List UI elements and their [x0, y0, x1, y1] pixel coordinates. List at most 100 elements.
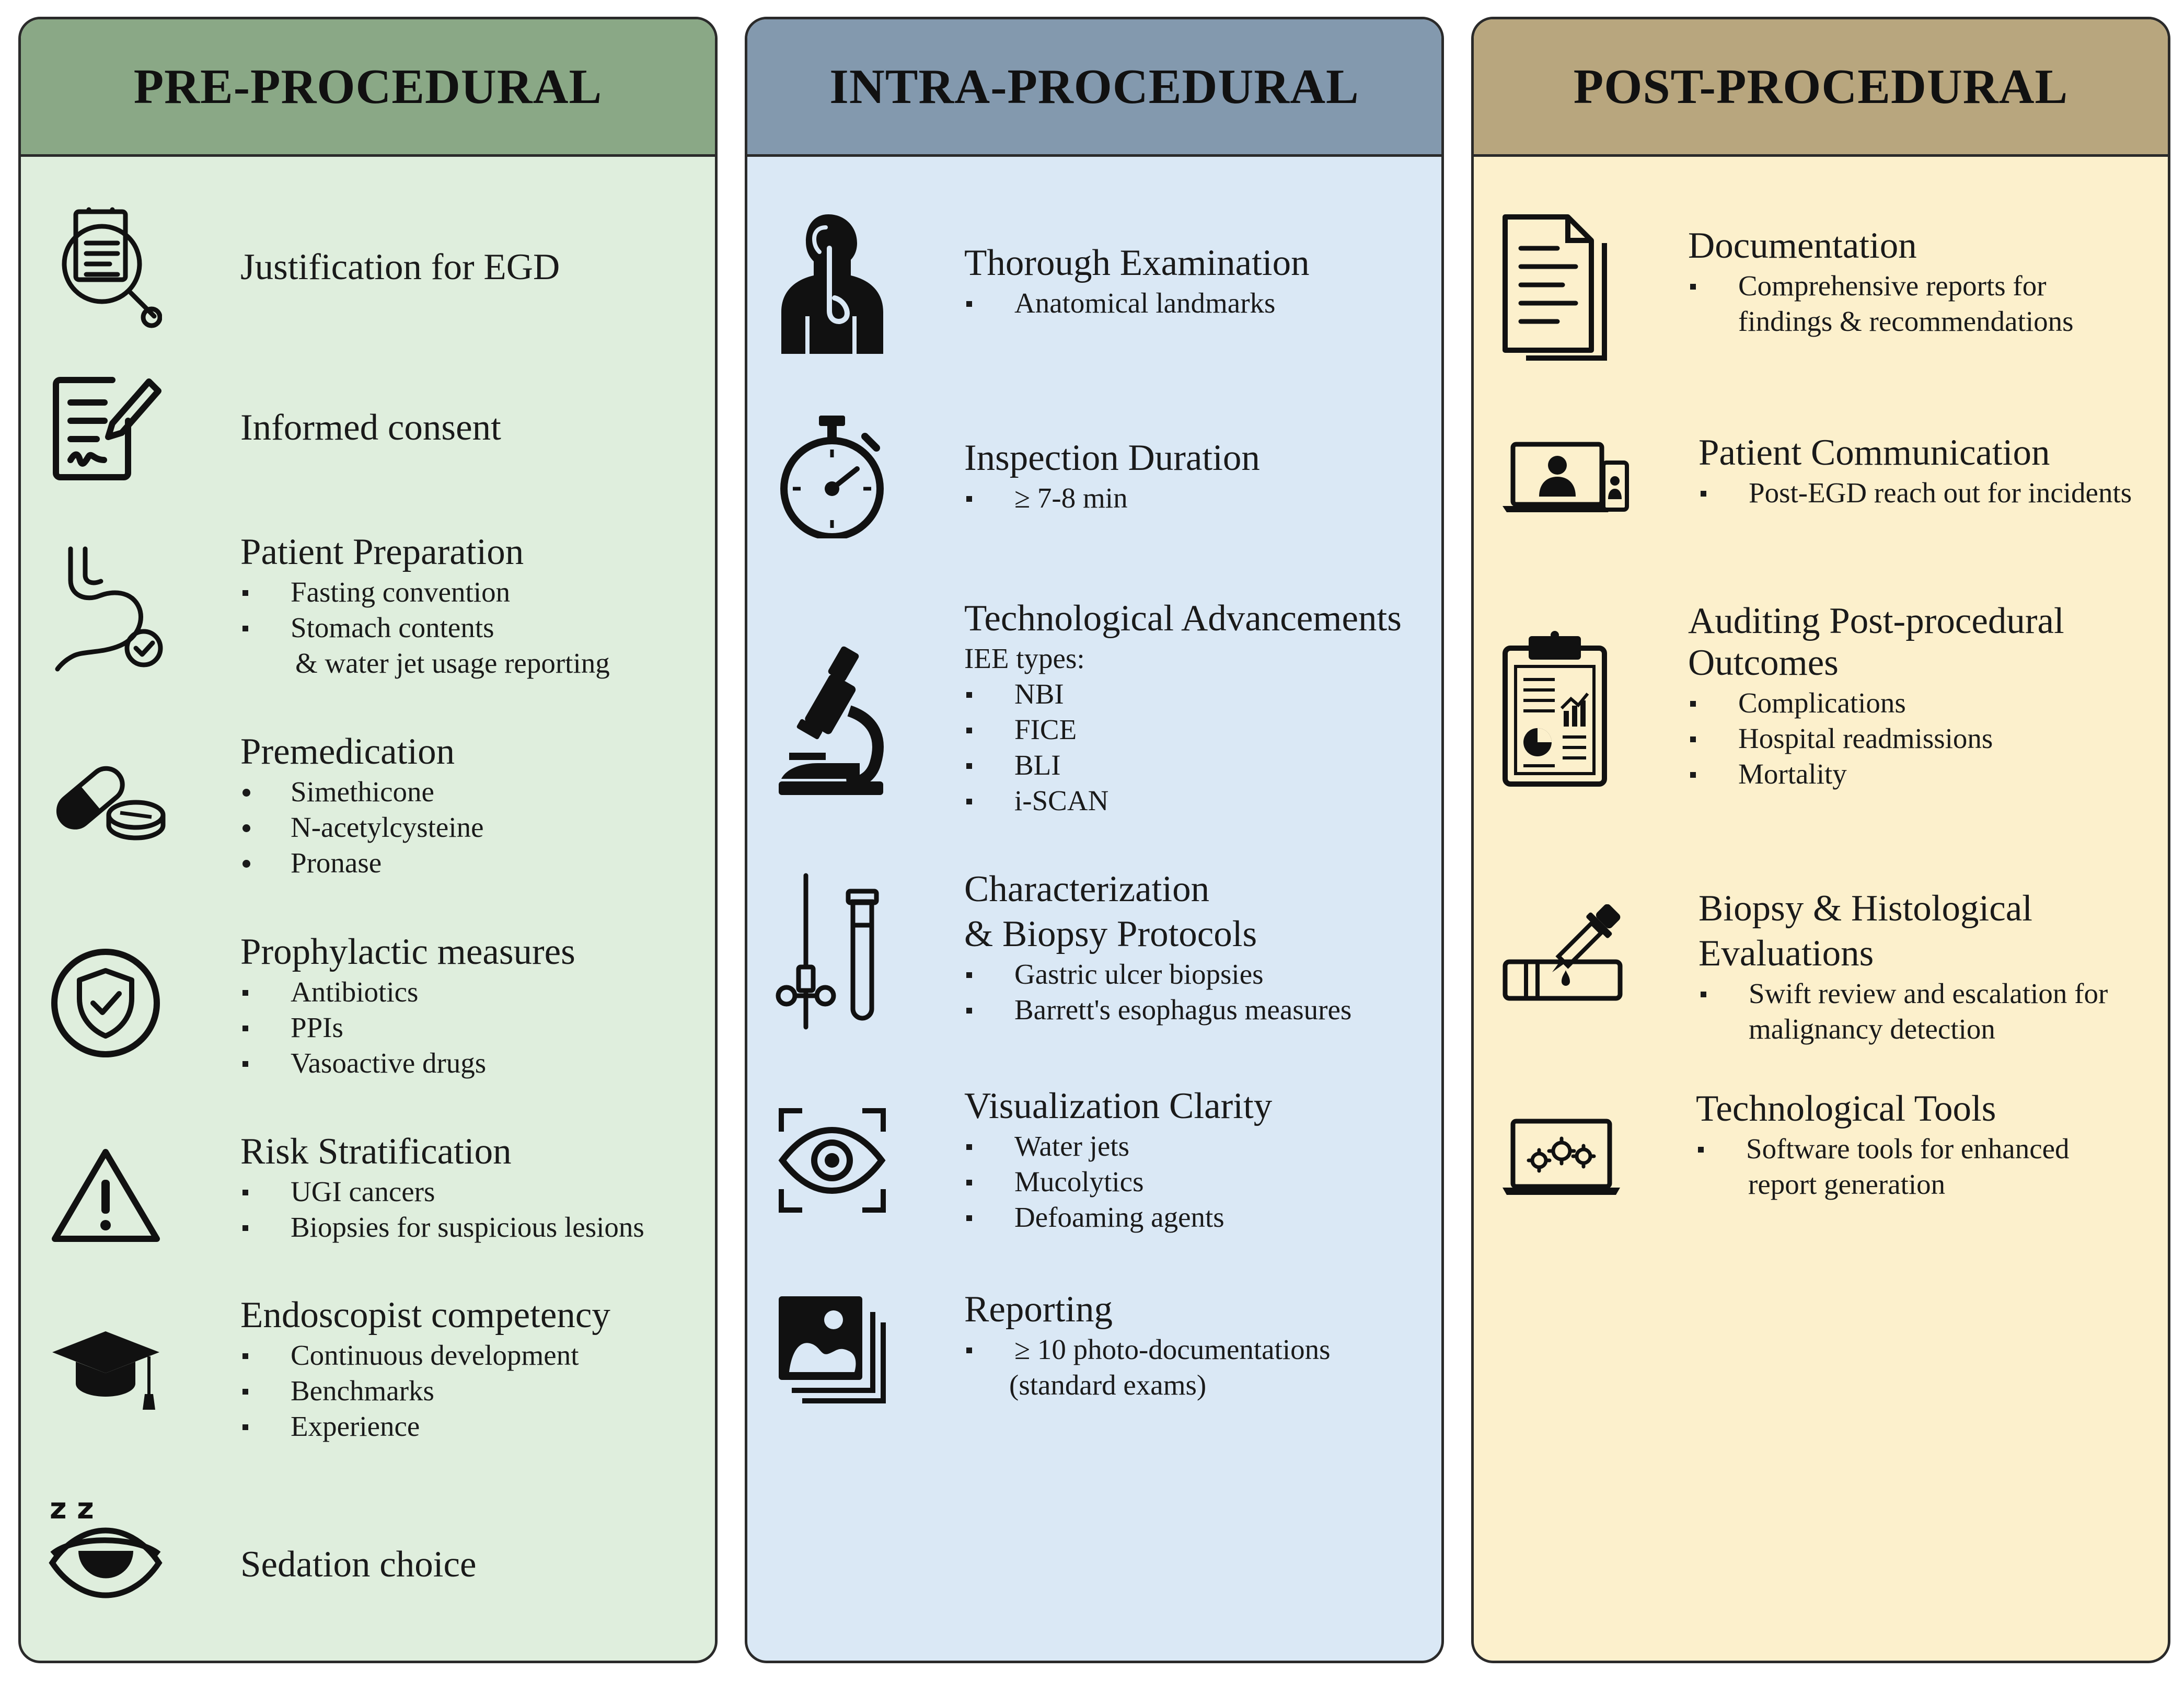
- bullet-continuation: & water jet usage reporting: [295, 647, 610, 679]
- pipette-slide-icon: [1500, 904, 1631, 1014]
- clipboard-chart-icon: [1500, 630, 1610, 787]
- column-title: POST-PROCEDURAL: [1573, 60, 2069, 114]
- item-text: Prophylactic measures Antibiotics PPIs V…: [240, 929, 575, 1081]
- item-subtext: IEE types:: [964, 642, 1085, 674]
- stomach-check-icon: [50, 546, 165, 672]
- item-text: Technological Advancements IEE types: NB…: [964, 596, 1402, 819]
- item-heading: Documentation: [1688, 225, 1917, 266]
- bullet-item: Simethicone: [240, 774, 484, 810]
- item-heading: Endoscopist competency: [240, 1295, 610, 1335]
- item-text: Premedication Simethicone N-acetylcystei…: [240, 729, 484, 881]
- bullet-list: Gastric ulcer biopsies Barrett's esophag…: [964, 957, 1351, 1028]
- bullet-item: Swift review and escalation for: [1698, 976, 2108, 1011]
- bullet-list: Anatomical landmarks: [964, 285, 1310, 321]
- item-text: Patient Preparation Fasting convention S…: [240, 529, 610, 681]
- bullet-list: Swift review and escalation for: [1698, 976, 2108, 1011]
- item-heading-line1: Auditing Post-procedural: [1688, 601, 2064, 641]
- item-text: Characterization & Biopsy Protocols Gast…: [964, 867, 1351, 1028]
- bullet-item: Gastric ulcer biopsies: [964, 957, 1351, 992]
- column-body: Thorough Examination Anatomical landmark…: [747, 157, 1441, 1661]
- bullet-item: Vasoactive drugs: [240, 1045, 575, 1081]
- bullet-item: i-SCAN: [964, 783, 1402, 819]
- item-heading: Technological Tools: [1696, 1088, 1996, 1129]
- item-heading: Inspection Duration: [964, 437, 1260, 478]
- column-body: Documentation Comprehensive reports for …: [1474, 157, 2168, 1661]
- column-body: Justification for EGD Informed consent: [21, 157, 715, 1661]
- bullet-list: Post-EGD reach out for incidents: [1698, 475, 2132, 511]
- bullet-continuation: findings & recommendations: [1738, 305, 2074, 337]
- bullet-item: BLI: [964, 747, 1402, 783]
- item-heading: Premedication: [240, 731, 455, 772]
- bullet-continuation: (standard exams): [1009, 1369, 1207, 1401]
- item-text: Inspection Duration ≥ 7-8 min: [964, 435, 1260, 516]
- bullet-item: Stomach contents: [240, 610, 610, 646]
- documents-icon: [1500, 212, 1610, 361]
- biopsy-tools-icon: [773, 873, 891, 1030]
- eye-scan-icon: [776, 1106, 888, 1215]
- anatomy-torso-icon: [776, 212, 888, 358]
- bullet-item: Defoaming agents: [964, 1200, 1272, 1235]
- bullet-item: Pronase: [240, 845, 484, 881]
- item-heading: Patient Preparation: [240, 532, 524, 572]
- laptop-gears-icon: [1500, 1119, 1623, 1197]
- column-post-procedural: POST-PROCEDURAL Documentation: [1471, 17, 2170, 1663]
- bullet-item: Complications: [1688, 685, 2064, 721]
- stopwatch-icon: [776, 413, 888, 538]
- bullet-item: Benchmarks: [240, 1373, 610, 1409]
- microscope-icon: [776, 646, 888, 797]
- item-heading: Thorough Examination: [964, 243, 1310, 283]
- item-heading-line2: Evaluations: [1698, 933, 1874, 974]
- column-header: INTRA-PROCEDURAL: [747, 19, 1441, 157]
- item-text: Auditing Post-procedural Outcomes Compli…: [1688, 598, 2064, 792]
- bullet-item: Continuous development: [240, 1338, 610, 1373]
- column-intra-procedural: INTRA-PROCEDURAL Thorough Examination An…: [745, 17, 1444, 1663]
- column-title: PRE-PROCEDURAL: [133, 60, 603, 114]
- bullet-continuation: malignancy detection: [1749, 1013, 1995, 1045]
- document-search-icon: [47, 206, 162, 332]
- telehealth-icon: [1500, 439, 1631, 517]
- item-text: Patient Communication Post-EGD reach out…: [1698, 430, 2132, 511]
- item-text: Technological Tools Software tools for e…: [1696, 1086, 2070, 1202]
- bullet-item: Experience: [240, 1409, 610, 1444]
- photo-stack-icon: [776, 1294, 888, 1406]
- bullet-item: UGI cancers: [240, 1174, 644, 1210]
- item-heading: Justification for EGD: [240, 247, 560, 287]
- bullet-list: Software tools for enhanced: [1696, 1131, 2070, 1167]
- item-text: Risk Stratification UGI cancers Biopsies…: [240, 1129, 644, 1245]
- bullet-item: Antibiotics: [240, 974, 575, 1010]
- signed-document-icon: [50, 371, 162, 483]
- bullet-item: ≥ 10 photo-documentations: [964, 1332, 1331, 1367]
- item-heading-line1: Biopsy & Histological: [1698, 888, 2032, 929]
- bullet-item: Mucolytics: [964, 1164, 1272, 1200]
- item-heading: Sedation choice: [240, 1544, 477, 1585]
- shield-check-icon: [50, 947, 162, 1060]
- bullet-list: Complications Hospital readmissions Mort…: [1688, 685, 2064, 792]
- bullet-item: Mortality: [1688, 756, 2064, 792]
- item-heading: Visualization Clarity: [964, 1086, 1273, 1126]
- bullet-item: Water jets: [964, 1129, 1272, 1164]
- item-heading-line2: Outcomes: [1688, 642, 1839, 683]
- bullet-item: Post-EGD reach out for incidents: [1698, 475, 2132, 511]
- item-text: Biopsy & Histological Evaluations Swift …: [1698, 886, 2108, 1047]
- bullet-list: ≥ 7-8 min: [964, 480, 1260, 516]
- sleepy-eye-icon: z z: [47, 1492, 165, 1610]
- bullet-item: ≥ 7-8 min: [964, 480, 1260, 516]
- item-heading-line1: Characterization: [964, 869, 1210, 909]
- bullet-item: PPIs: [240, 1010, 575, 1045]
- bullet-list: NBI FICE BLI i-SCAN: [964, 676, 1402, 819]
- bullet-item: Comprehensive reports for: [1688, 268, 2074, 304]
- item-text: Endoscopist competency Continuous develo…: [240, 1293, 610, 1444]
- item-heading: Risk Stratification: [240, 1131, 512, 1172]
- graduation-cap-icon: [47, 1326, 165, 1415]
- bullet-list: Antibiotics PPIs Vasoactive drugs: [240, 974, 575, 1081]
- svg-text:z z: z z: [50, 1492, 94, 1526]
- item-text: Visualization Clarity Water jets Mucolyt…: [964, 1084, 1272, 1235]
- item-heading: Prophylactic measures: [240, 931, 575, 972]
- item-heading-line2: & Biopsy Protocols: [964, 914, 1257, 954]
- bullet-item: Anatomical landmarks: [964, 285, 1310, 321]
- item-heading: Patient Communication: [1698, 432, 2050, 473]
- pills-icon: [47, 756, 167, 845]
- bullet-item: N-acetylcysteine: [240, 810, 484, 845]
- bullet-list: Continuous development Benchmarks Experi…: [240, 1338, 610, 1444]
- column-pre-procedural: PRE-PROCEDURAL: [18, 17, 718, 1663]
